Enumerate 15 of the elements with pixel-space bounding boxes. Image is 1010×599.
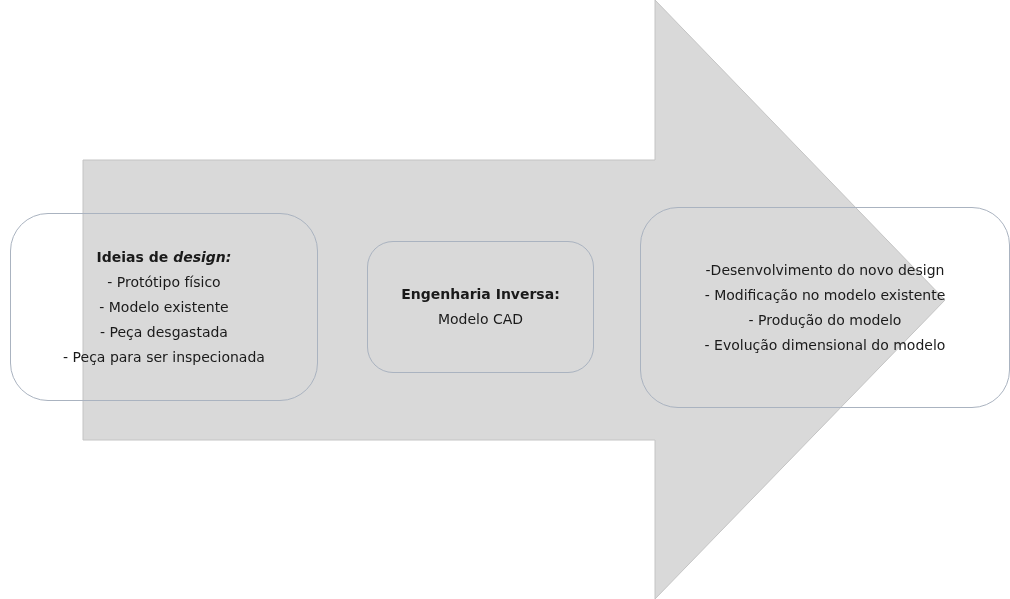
box-text: - Modificação no modelo existente [704, 285, 946, 305]
box-text: - Evolução dimensional do modelo [704, 335, 946, 355]
box-text: Ideias de design: [96, 247, 232, 267]
rounded-box [10, 213, 318, 401]
box-text: - Modelo existente [99, 297, 229, 317]
rounded-box [640, 207, 1010, 408]
box-text: - Produção do modelo [748, 310, 902, 330]
box-text: - Peça para ser inspecionada [63, 347, 265, 367]
box-text: Engenharia Inversa: [401, 285, 560, 304]
box-text: - Peça desgastada [100, 322, 228, 342]
block-arrow [82, 0, 946, 599]
rounded-box [367, 241, 594, 373]
box-text: - Protótipo físico [107, 272, 221, 292]
box-text: -Desenvolvimento do novo design [705, 260, 945, 280]
box-text: Modelo CAD [437, 310, 524, 329]
